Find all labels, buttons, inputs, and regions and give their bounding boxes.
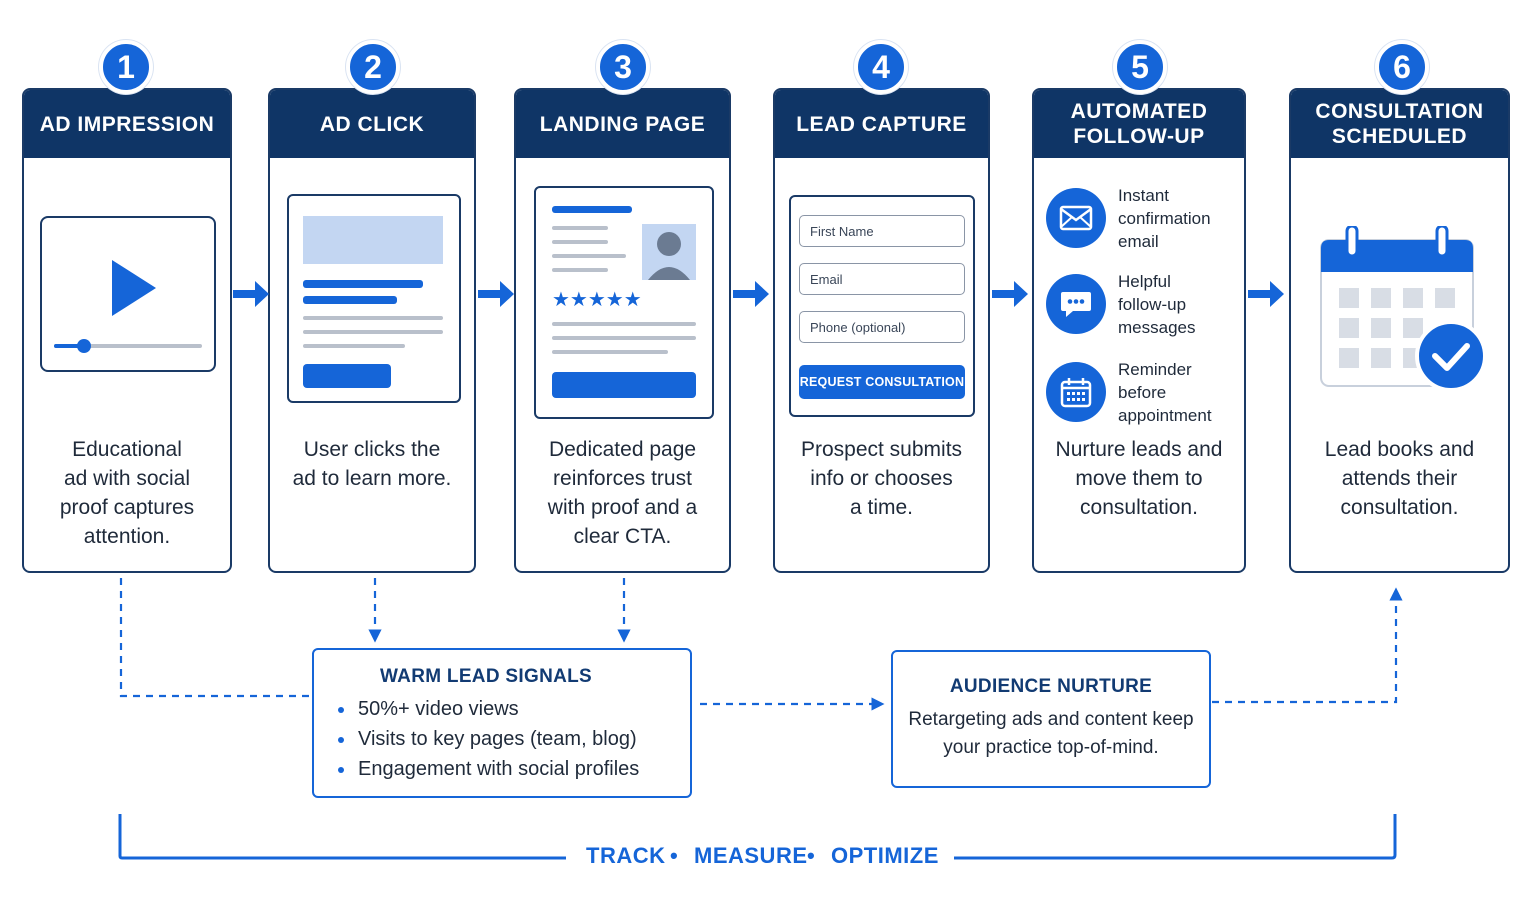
dashed-connector bbox=[119, 578, 312, 698]
step-description: Dedicated page reinforces trust with pro… bbox=[547, 438, 698, 548]
first-name-field[interactable]: First Name bbox=[799, 215, 965, 247]
dashed-arrow bbox=[1212, 587, 1403, 704]
footer-track: TRACK bbox=[586, 843, 666, 868]
flow-arrow bbox=[478, 281, 514, 307]
web-page-icon bbox=[287, 194, 461, 403]
play-video-icon bbox=[40, 216, 216, 372]
form-icon: First Name Email Phone (optional) REQUES… bbox=[789, 195, 975, 417]
footer-separator: • bbox=[807, 843, 816, 868]
list-item: Engagement with social profiles bbox=[336, 754, 639, 784]
step-title: LANDING PAGE bbox=[516, 90, 729, 158]
envelope-icon bbox=[1046, 188, 1106, 248]
calendar-icon bbox=[1046, 362, 1106, 422]
footer-measure: MEASURE bbox=[694, 843, 808, 868]
step-card-lead-capture: LEAD CAPTURE First Name Email Phone (opt… bbox=[773, 88, 990, 573]
landing-page-icon: ★★★★★ bbox=[534, 186, 714, 419]
warm-lead-list: 50%+ video views Visits to key pages (te… bbox=[336, 694, 639, 784]
step-title: LEAD CAPTURE bbox=[775, 90, 988, 158]
step-number-badge: 5 bbox=[1113, 40, 1167, 94]
calendar-check-icon bbox=[1320, 226, 1487, 392]
footer-separator: • bbox=[670, 843, 679, 868]
step-number-badge: 4 bbox=[854, 40, 908, 94]
step-card-ad-impression: AD IMPRESSION Educational ad with social… bbox=[22, 88, 232, 573]
warm-lead-signals-box: WARM LEAD SIGNALS 50%+ video views Visit… bbox=[312, 648, 692, 798]
step-description: User clicks the ad to learn more. bbox=[292, 438, 452, 490]
flow-arrow bbox=[233, 281, 269, 307]
footer-bracket-right bbox=[954, 814, 1397, 860]
step-title: CONSULTATION SCHEDULED bbox=[1291, 90, 1508, 158]
follow-up-text: Instant confirmation email bbox=[1118, 186, 1211, 251]
step-number-badge: 6 bbox=[1375, 40, 1429, 94]
warm-lead-title: WARM LEAD SIGNALS bbox=[380, 666, 592, 687]
follow-up-item: Reminder before appointment bbox=[1046, 358, 1238, 428]
step-card-landing-page: LANDING PAGE ★★★★★ Dedicated page reinfo… bbox=[514, 88, 731, 573]
list-item: 50%+ video views bbox=[336, 694, 639, 724]
step-description: Educational ad with social proof capture… bbox=[59, 438, 195, 548]
chat-icon bbox=[1046, 274, 1106, 334]
footer-optimize: OPTIMIZE bbox=[831, 843, 939, 868]
step-title: AD IMPRESSION bbox=[24, 90, 230, 158]
step-card-ad-click: AD CLICK User clicks the ad to learn mor… bbox=[268, 88, 476, 573]
follow-up-item: Instant confirmation email bbox=[1046, 184, 1238, 254]
step-description: Prospect submits info or chooses a time. bbox=[800, 438, 963, 519]
list-item: Visits to key pages (team, blog) bbox=[336, 724, 639, 754]
flow-arrow bbox=[992, 281, 1028, 307]
audience-nurture-title: AUDIENCE NURTURE bbox=[949, 676, 1153, 697]
flow-arrow bbox=[733, 281, 769, 307]
step-number-badge: 1 bbox=[99, 40, 153, 94]
step-title: AUTOMATED FOLLOW-UP bbox=[1034, 90, 1244, 158]
step-title: AD CLICK bbox=[270, 90, 474, 158]
request-consultation-button[interactable]: REQUEST CONSULTATION bbox=[799, 365, 965, 399]
svg-text:★★★★★: ★★★★★ bbox=[552, 287, 642, 311]
follow-up-text: Helpful follow-up messages bbox=[1118, 272, 1196, 337]
footer-bracket-left bbox=[118, 814, 566, 860]
step-card-automated-follow-up: AUTOMATED FOLLOW-UP Instant confirmation… bbox=[1032, 88, 1246, 573]
step-number-badge: 2 bbox=[346, 40, 400, 94]
step-card-consultation-scheduled: CONSULTATION SCHEDULED Lead books and at… bbox=[1289, 88, 1510, 573]
follow-up-text: Reminder before appointment bbox=[1118, 360, 1212, 425]
audience-nurture-text: Retargeting ads and content keep your pr… bbox=[908, 709, 1194, 758]
audience-nurture-box: AUDIENCE NURTURE Retargeting ads and con… bbox=[891, 650, 1211, 788]
flow-arrow bbox=[1248, 281, 1284, 307]
email-field[interactable]: Email bbox=[799, 263, 965, 295]
step-description: Nurture leads and move them to consultat… bbox=[1055, 438, 1223, 519]
step-description: Lead books and attends their consultatio… bbox=[1324, 438, 1475, 519]
phone-field[interactable]: Phone (optional) bbox=[799, 311, 965, 343]
follow-up-item: Helpful follow-up messages bbox=[1046, 270, 1238, 340]
step-number-badge: 3 bbox=[596, 40, 650, 94]
